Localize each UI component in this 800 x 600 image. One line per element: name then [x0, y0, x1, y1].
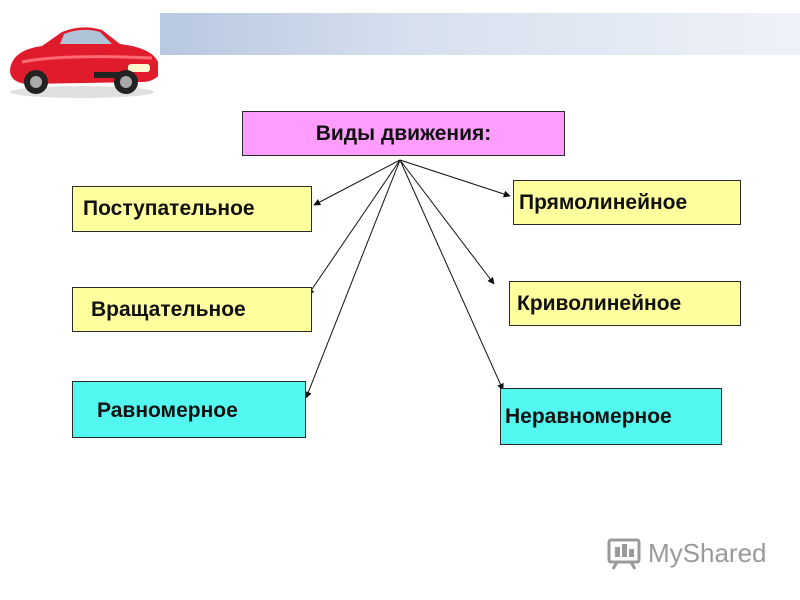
box-vrashchatelnoe: Вращательное [72, 287, 312, 332]
watermark-text: MyShared [648, 537, 767, 568]
box-krivolineynoe: Криволинейное [509, 281, 741, 326]
car-image [10, 27, 158, 98]
myshared-logo-icon [607, 538, 641, 570]
watermark: MyShared [606, 535, 767, 571]
arrow-to-nerav [399, 159, 504, 391]
box-label: Равномерное [97, 399, 238, 422]
box-postupatelnoe: Поступательное [72, 186, 312, 232]
box-label: Вращательное [91, 297, 246, 321]
box-label: Криволинейное [517, 292, 682, 315]
header-bar [160, 13, 800, 55]
arrow-to-pryam [399, 159, 511, 198]
box-label: Неравномерное [505, 404, 672, 428]
arrow-to-vrash [307, 159, 401, 296]
arrow-to-post [313, 159, 401, 206]
arrow-to-kriv [399, 159, 495, 285]
box-label: Прямолинейное [519, 191, 688, 214]
box-pryamolineynoe: Прямолинейное [513, 180, 741, 225]
box-neravnomernoe: Неравномерное [500, 388, 722, 445]
box-label: Поступательное [83, 197, 255, 220]
box-ravnomernoe: Равномерное [72, 381, 306, 438]
root-label: Виды движения: [315, 121, 492, 145]
arrow-to-ravn [305, 159, 401, 399]
root-box: Виды движения: [242, 111, 565, 156]
